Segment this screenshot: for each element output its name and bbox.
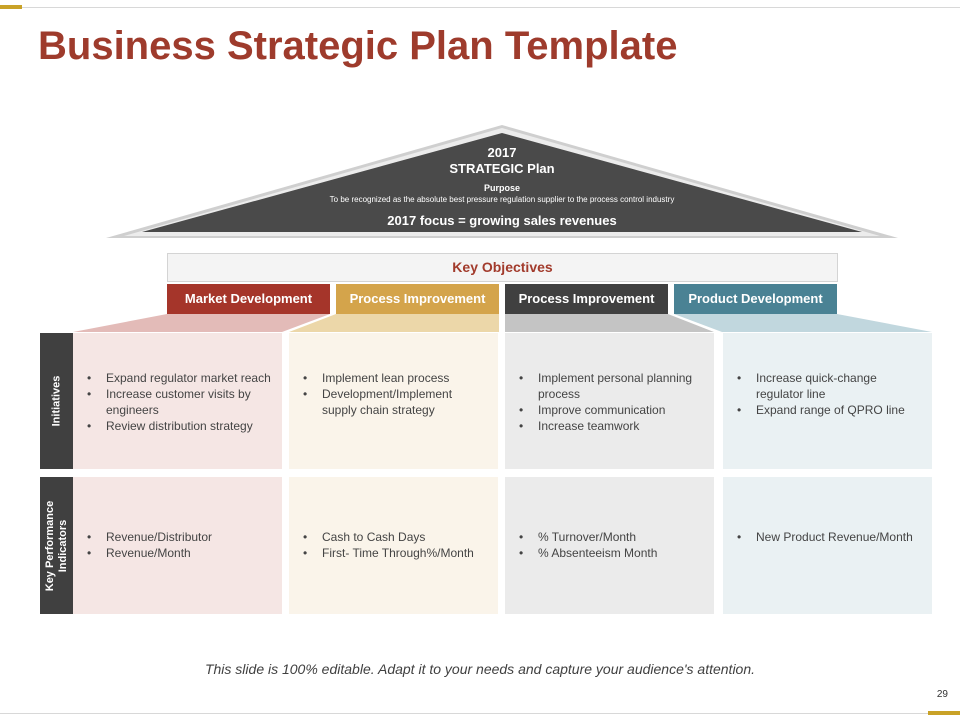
roof-plan-title: STRATEGIC Plan xyxy=(449,161,555,176)
initiatives-cell-1: Expand regulator market reachIncrease cu… xyxy=(73,333,282,469)
bullet-item: Increase customer visits by engineers xyxy=(87,386,272,418)
kpi-cell-1: Revenue/DistributorRevenue/Month xyxy=(73,477,282,614)
initiatives-cell-2: Implement lean processDevelopment/Implem… xyxy=(289,333,498,469)
roof-purpose-label: Purpose xyxy=(483,183,520,193)
funnel-col-3 xyxy=(505,314,714,332)
bullet-item: Increase teamwork xyxy=(519,418,704,434)
bullet-item: First- Time Through%/Month xyxy=(303,545,488,561)
funnel-graphic xyxy=(73,314,932,332)
initiatives-cell-3: Implement personal planning processImpro… xyxy=(505,333,714,469)
roof-purpose-text: To be recognized as the absolute best pr… xyxy=(329,195,675,204)
funnel-col-2 xyxy=(289,314,499,332)
initiatives-cell-4: Increase quick-change regulator lineExpa… xyxy=(723,333,932,469)
bullet-item: Expand range of QPRO line xyxy=(737,402,922,418)
tab-market-development: Market Development xyxy=(167,284,330,314)
funnel-col-1 xyxy=(73,314,330,332)
bullet-item: Revenue/Month xyxy=(87,545,272,561)
bullet-item: Cash to Cash Days xyxy=(303,529,488,545)
top-accent-bar xyxy=(0,5,22,9)
bullet-item: % Absenteeism Month xyxy=(519,545,704,561)
roof-graphic xyxy=(106,125,898,238)
bullet-item: Improve communication xyxy=(519,402,704,418)
bullet-item: % Turnover/Month xyxy=(519,529,704,545)
funnel-col-4 xyxy=(674,314,932,332)
bullet-item: Revenue/Distributor xyxy=(87,529,272,545)
roof-year: 2017 xyxy=(487,145,517,160)
initiatives-row-label: Initiatives xyxy=(40,333,73,469)
tab-process-improvement-2: Process Improvement xyxy=(505,284,668,314)
kpi-cell-4: New Product Revenue/Month xyxy=(723,477,932,614)
bottom-accent-bar xyxy=(928,711,960,715)
bullet-item: Increase quick-change regulator line xyxy=(737,370,922,402)
page-number: 29 xyxy=(936,689,948,700)
kpi-cell-3: % Turnover/Month% Absenteeism Month xyxy=(505,477,714,614)
bullet-item: Development/Implement supply chain strat… xyxy=(303,386,488,418)
bullet-item: Expand regulator market reach xyxy=(87,370,272,386)
roof-shape xyxy=(142,133,862,232)
kpi-label-line-2: Indicators xyxy=(56,519,69,572)
key-objectives-bar: Key Objectives xyxy=(167,253,838,282)
roof-focus: 2017 focus = growing sales revenues xyxy=(387,213,617,228)
tab-process-improvement-1: Process Improvement xyxy=(336,284,499,314)
bullet-item: Review distribution strategy xyxy=(87,418,272,434)
kpi-label-line-1: Key Performance xyxy=(43,500,56,591)
bullet-item: Implement personal planning process xyxy=(519,370,704,402)
bottom-divider xyxy=(0,713,928,714)
bullet-item: New Product Revenue/Month xyxy=(737,529,922,545)
footer-note: This slide is 100% editable. Adapt it to… xyxy=(204,661,756,677)
kpi-cell-2: Cash to Cash DaysFirst- Time Through%/Mo… xyxy=(289,477,498,614)
bullet-item: Implement lean process xyxy=(303,370,488,386)
page-title: Business Strategic Plan Template xyxy=(38,24,678,68)
initiatives-label-text: Initiatives xyxy=(50,375,62,427)
tab-product-development: Product Development xyxy=(674,284,837,314)
top-divider xyxy=(22,7,960,8)
